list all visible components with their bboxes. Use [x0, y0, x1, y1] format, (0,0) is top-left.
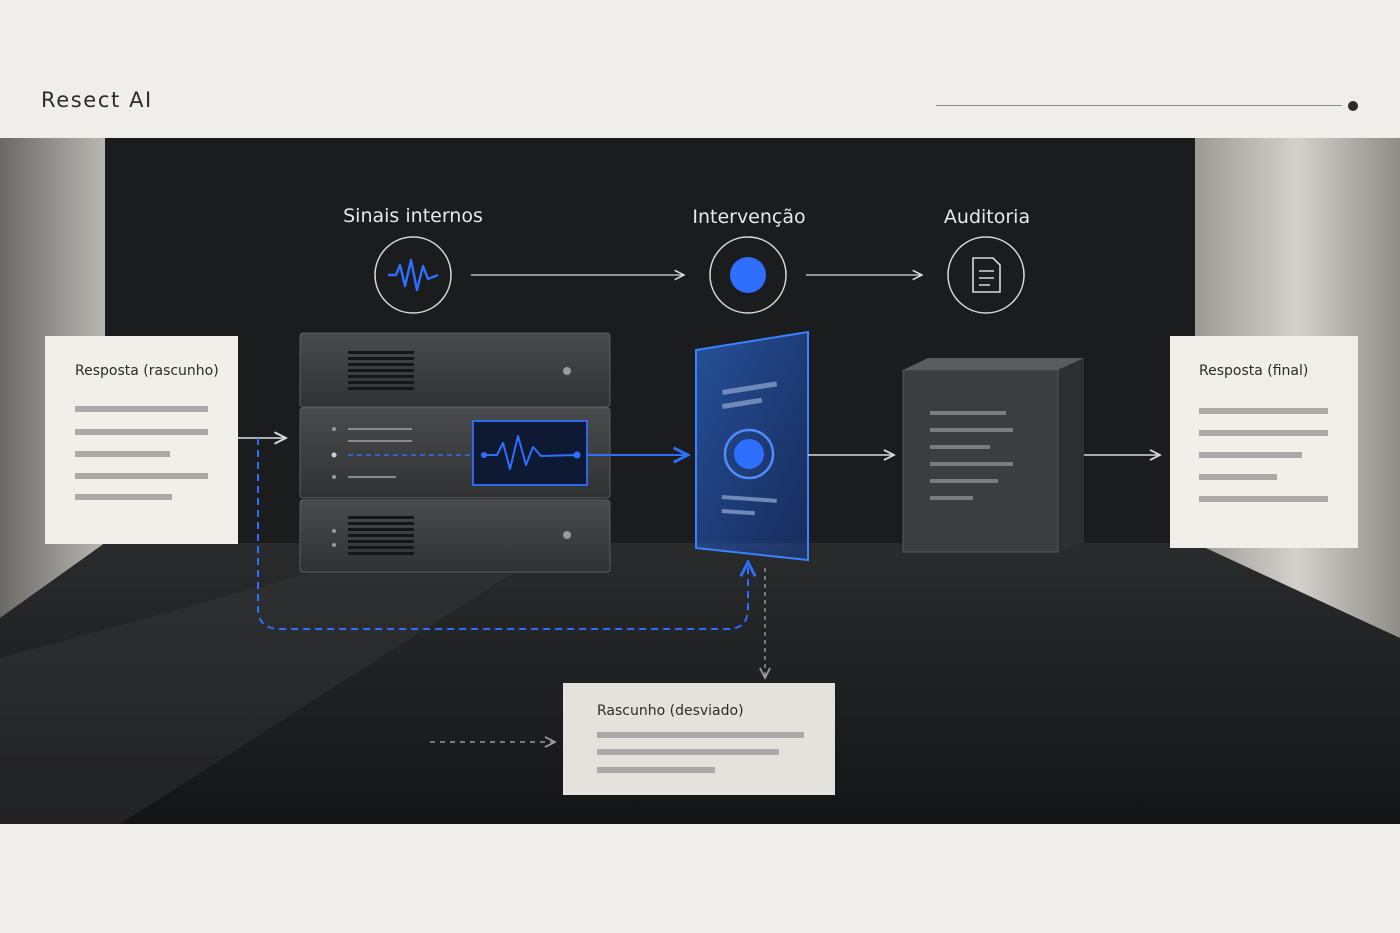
rack-waveform-window: [472, 420, 588, 486]
stage-label-intervention: Intervenção: [692, 206, 805, 228]
draft-response-card: Resposta (rascunho): [45, 336, 238, 544]
diverted-card-title: Rascunho (desviado): [597, 703, 744, 719]
draft-card-title: Resposta (rascunho): [75, 363, 219, 379]
blue-dot-icon: [709, 236, 787, 314]
document-icon: [947, 236, 1025, 314]
header-dot: [1348, 101, 1358, 111]
brand-title: Resect AI: [41, 88, 153, 112]
diverted-draft-card: Rascunho (desviado): [563, 683, 835, 795]
audit-box: [902, 358, 1084, 553]
intervention-panel: [695, 330, 809, 562]
pipeline-scene: Sinais internos Intervenção Auditoria Re…: [0, 138, 1400, 824]
final-card-title: Resposta (final): [1199, 363, 1308, 379]
header-rule: [936, 105, 1342, 106]
stage-label-signals: Sinais internos: [343, 205, 483, 227]
floor-light: [0, 543, 560, 824]
bypass-loop-arrow: [257, 438, 748, 630]
waveform-icon: [374, 236, 452, 314]
final-response-card: Resposta (final): [1170, 336, 1358, 548]
stage-label-audit: Auditoria: [944, 206, 1030, 228]
